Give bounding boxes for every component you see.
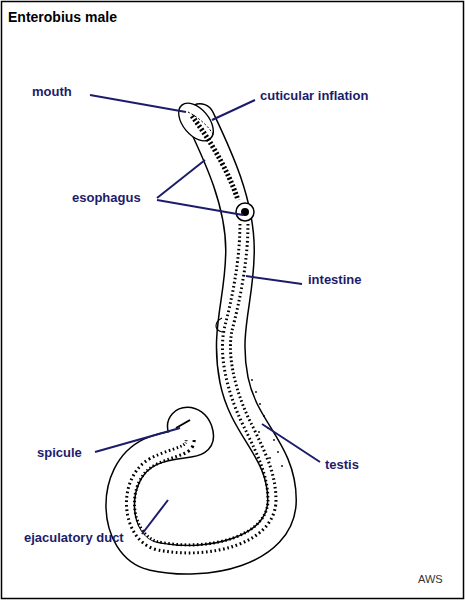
part-label: cuticular inflation — [260, 88, 368, 104]
testis — [251, 379, 283, 467]
part-label: esophagus — [72, 190, 141, 206]
body-fill — [120, 118, 282, 560]
part-label: spicule — [37, 445, 82, 461]
esophageal-bulb — [236, 203, 254, 221]
leader-lines — [90, 95, 320, 534]
spicule — [176, 420, 190, 428]
part-label: mouth — [32, 84, 72, 100]
intestine-lumen — [130, 224, 272, 549]
body-outline — [120, 118, 282, 560]
cuticular-inflation — [172, 97, 220, 147]
watermark: AWS — [418, 572, 443, 586]
part-label: testis — [325, 457, 359, 473]
head-texture — [188, 112, 214, 136]
intestine — [130, 224, 272, 549]
esophagus — [192, 116, 238, 200]
part-label: ejaculatory duct — [24, 530, 124, 546]
intestine-fold — [216, 318, 222, 332]
part-label: intestine — [308, 272, 361, 288]
diagram-title: Enterobius male — [8, 8, 117, 26]
